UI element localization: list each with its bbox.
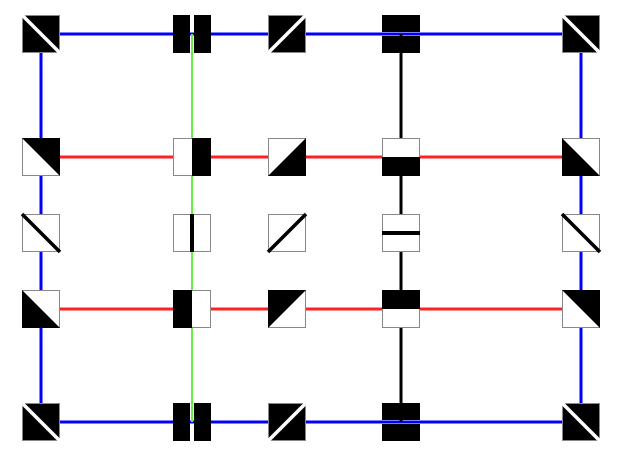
tile-solid-diag-tlbr[interactable] [560,401,602,443]
tile-solid-diag-bltr[interactable] [266,13,308,55]
tile-line-h[interactable] [382,214,420,252]
tile-tri-ur[interactable] [562,290,600,328]
tile-solid-diag-tlbr[interactable] [20,401,62,443]
tile-solid-diag-tlbr[interactable] [560,13,602,55]
tile-line-tlbr[interactable] [20,212,62,254]
tile-half-top[interactable] [382,290,420,328]
tile-split-v[interactable] [173,403,211,441]
tile-solid-diag-bltr[interactable] [266,401,308,443]
tile-half-right[interactable] [173,138,212,176]
tile-half-left[interactable] [173,290,211,328]
tile-half-bottom[interactable] [382,138,420,177]
tile-tri-ul[interactable] [268,290,306,328]
tile-split-h[interactable] [382,403,420,441]
tile-line-bltr[interactable] [266,212,308,254]
tile-tri-lr[interactable] [268,138,306,176]
tile-tri-ll[interactable] [22,290,60,328]
tile-line-tlbr[interactable] [560,212,602,254]
tile-tri-ll[interactable] [562,138,600,176]
tile-split-h[interactable] [382,15,420,53]
connection-lines [39,32,583,424]
tile-solid-diag-tlbr[interactable] [20,13,62,55]
tile-line-v[interactable] [173,214,211,252]
tile-split-v[interactable] [173,15,211,53]
tiles [20,13,602,443]
tile-tri-ur[interactable] [22,138,60,176]
